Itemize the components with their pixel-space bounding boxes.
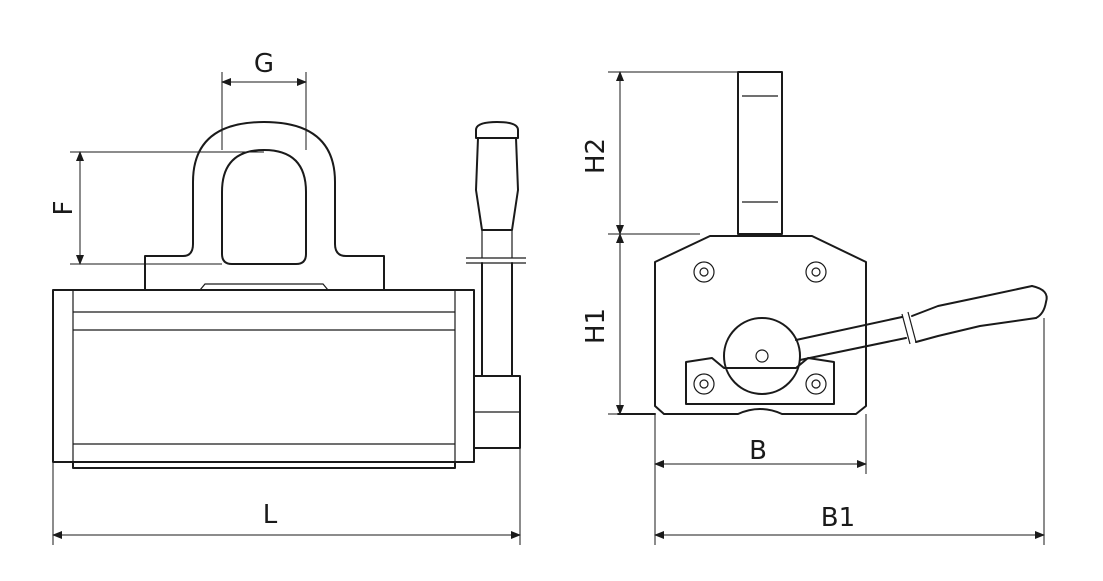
ring-opening: [221, 149, 307, 265]
dimension-f: F: [49, 151, 264, 265]
lever-arm: [795, 285, 1048, 361]
dimension-b: B: [654, 414, 867, 545]
side-handle: [466, 121, 526, 449]
rotor-hub: [723, 317, 801, 395]
dimension-h2: H2: [581, 71, 738, 235]
lower-bracket: [685, 357, 835, 405]
label-b: B: [749, 436, 767, 466]
label-f: F: [49, 201, 79, 216]
label-h2: H2: [581, 138, 611, 174]
side-view: [617, 71, 1048, 415]
dimension-b1: B1: [654, 318, 1045, 545]
magnet-body: [52, 289, 475, 463]
side-body: [654, 235, 867, 415]
dimension-h1: H1: [581, 233, 624, 415]
top-grip: [737, 71, 783, 235]
dimension-g: G: [221, 49, 307, 150]
bolts: [693, 261, 827, 395]
front-view: [52, 121, 526, 469]
lifting-ring: [144, 121, 385, 291]
label-l: L: [263, 500, 278, 530]
dimension-l: L: [52, 448, 521, 545]
label-g: G: [254, 49, 274, 79]
label-b1: B1: [821, 503, 855, 533]
ring-base-plate: [199, 283, 329, 291]
label-h1: H1: [581, 308, 611, 344]
